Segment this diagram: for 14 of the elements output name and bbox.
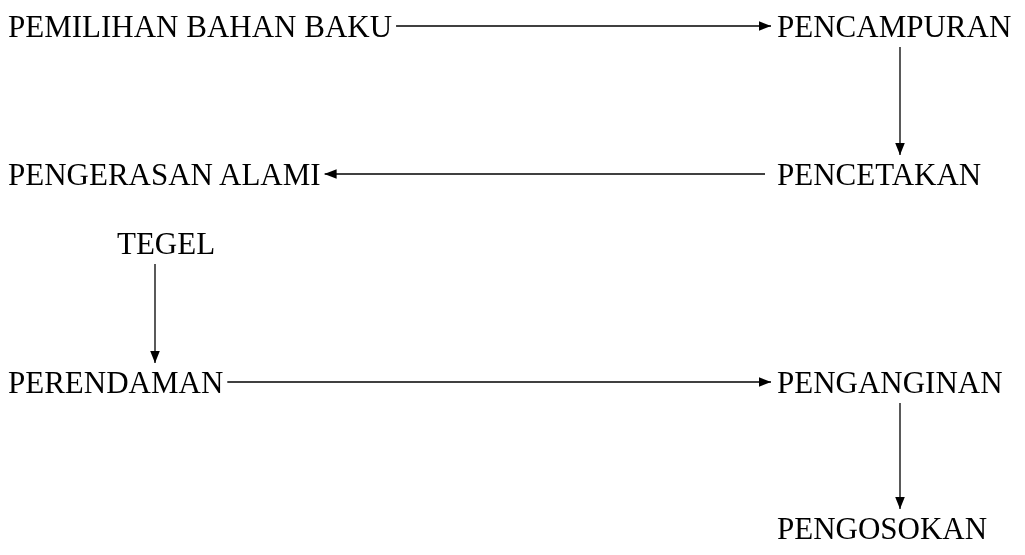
step-label: PENCETAKAN [765, 158, 982, 192]
arrow [150, 263, 160, 364]
step-label: PEMILIHAN BAHAN BAKU [8, 10, 393, 44]
arrow [895, 402, 905, 510]
step-label: PENGOSOKAN [777, 512, 988, 546]
step-label: PERENDAMAN [8, 366, 224, 400]
step-label: PENGERASAN ALAMI [8, 158, 321, 192]
step-label: PENGANGINAN [771, 366, 1003, 400]
step-label: TEGEL [117, 227, 216, 261]
arrow [226, 377, 772, 387]
step-label: PENCAMPURAN [771, 10, 1012, 44]
arrow [895, 46, 905, 156]
arrow [323, 169, 766, 179]
arrow [395, 21, 772, 31]
